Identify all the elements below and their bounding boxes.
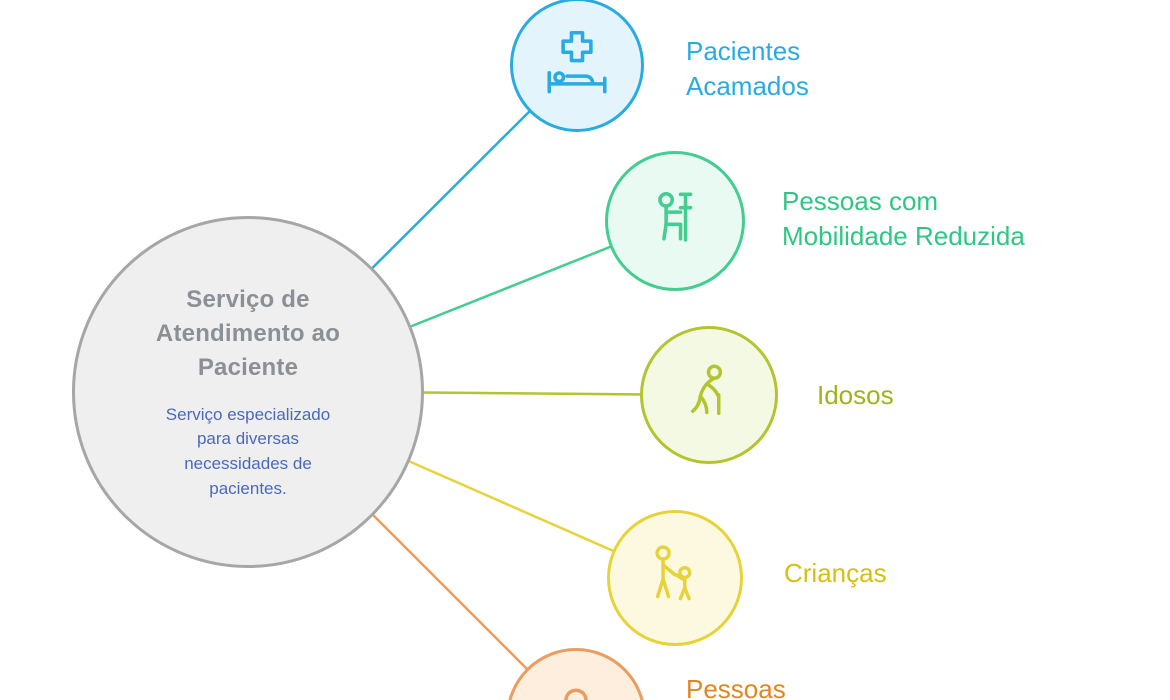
person-icon [564,688,588,700]
elderly-person-cane-icon [691,364,723,416]
hospital-bed-cross-icon [547,31,607,94]
label-pessoas: Pessoas [686,674,786,700]
node-criancas [607,510,743,646]
label-idosos: Idosos [817,380,894,410]
label-pacientes-acamados: Pacientes Acamados [686,36,809,102]
adult-with-child-icon [655,545,692,601]
node-pacientes-acamados [510,0,644,132]
center-title: Serviço de Atendimento ao Paciente [155,285,341,381]
label-mobilidade-reduzida: Pessoas com Mobilidade Reduzida [782,186,1025,252]
person-with-crutch-icon [658,192,693,242]
center-node: Serviço de Atendimento ao Paciente Servi… [72,216,424,568]
center-subtitle: Serviço especializado para diversas nece… [165,404,331,498]
node-mobilidade-reduzida [605,151,745,291]
label-criancas: Crianças [784,558,887,588]
node-idosos [640,326,778,464]
